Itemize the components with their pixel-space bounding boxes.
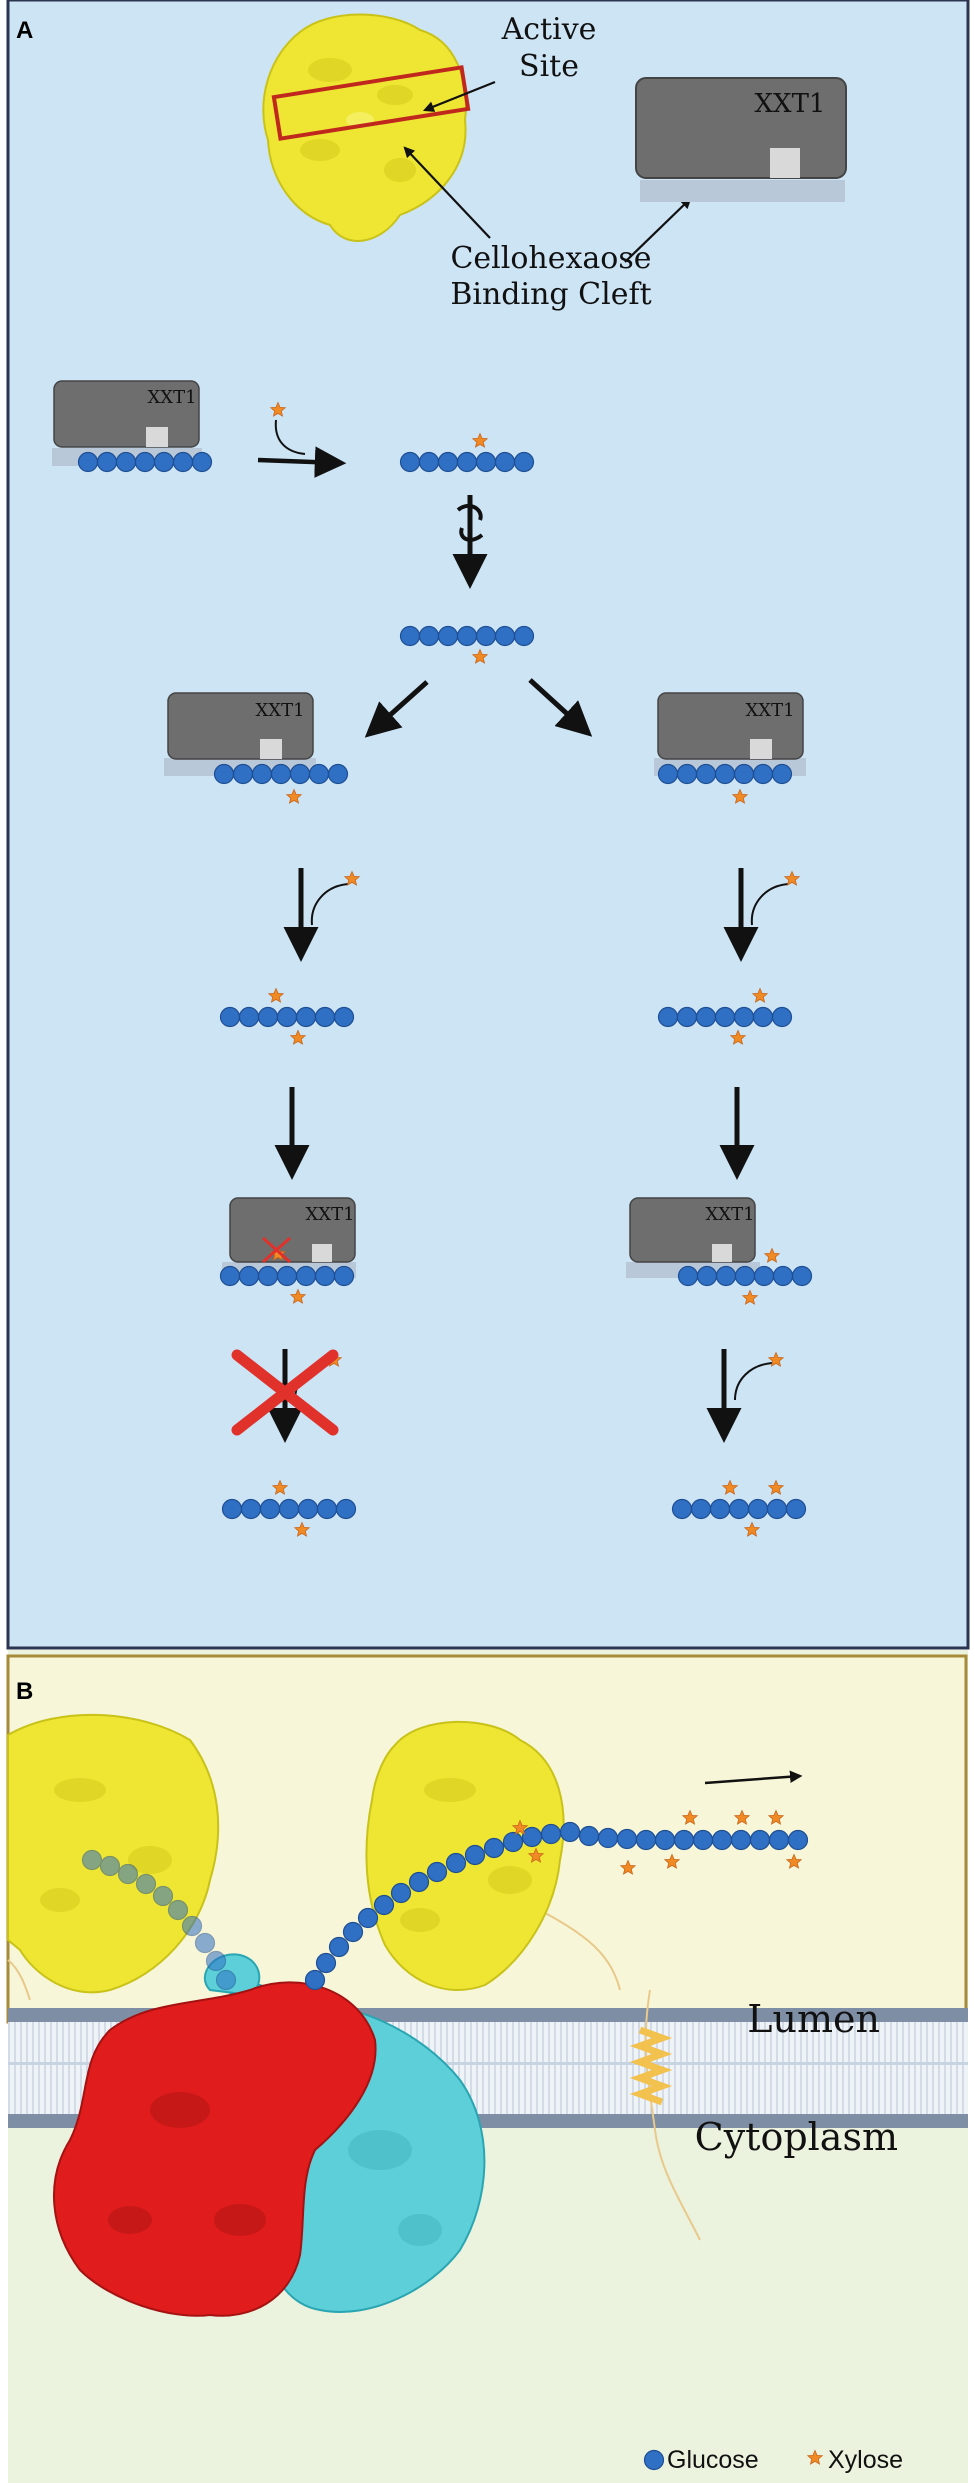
enzyme-left-blocked: XXT1 [219, 1197, 356, 1304]
transmembrane-helix [629, 2026, 673, 2106]
reaction-blocked-cross-icon [231, 1349, 339, 1436]
xxt1-protein-left [7, 1713, 220, 1994]
active-site-label-line2: Site [519, 49, 579, 84]
binding-cleft-label-line2: Binding Cleft [450, 277, 651, 312]
lumen-label: Lumen [747, 1997, 880, 2041]
enzyme-label: XXT1 [755, 89, 826, 119]
binding-cleft-label: Cellohexaose [450, 241, 651, 276]
active-site-label: Active [501, 12, 597, 47]
panel-b-label: B [16, 1678, 33, 1705]
reaction-arrow [257, 446, 347, 478]
enzyme-right-complex-2: XXT1 [626, 1197, 813, 1305]
enzyme-right-complex: XXT1 [654, 692, 806, 804]
panel-a-background [6, 0, 970, 1650]
legend-glucose-icon [643, 2449, 665, 2471]
small-block-cross-icon [262, 1236, 291, 1264]
enzyme-label: XXT1 [305, 1204, 354, 1225]
cytoplasm-label: Cytoplasm [695, 2115, 898, 2159]
active-site-arrow [422, 80, 496, 112]
branch-arrow-left [364, 680, 429, 738]
enzyme-left-complex: XXT1 [164, 692, 349, 804]
cleft-arrow-schematic [624, 197, 692, 263]
synthase-red-subunit [53, 1981, 377, 2317]
tether-line-cyto [644, 1989, 701, 2241]
enzyme-label: XXT1 [147, 387, 196, 408]
cleft-arrow [403, 146, 491, 239]
xxt1-schematic-large: XXT1 [635, 77, 847, 202]
xylose-transfer-curve [734, 1362, 773, 1401]
panel-a-label: A [16, 17, 33, 44]
xxt1-protein-surface [262, 13, 471, 242]
binding-cleft-box [271, 65, 471, 141]
branch-arrow-right [528, 678, 593, 737]
legend-xylose-label: Xylose [828, 2446, 903, 2474]
legend: Glucose Xylose [643, 2446, 903, 2474]
legend-glucose-label: Glucose [667, 2446, 759, 2474]
xylose-transfer-curve [310, 883, 349, 926]
enzyme-label: XXT1 [255, 700, 304, 721]
xylose-transfer-curve [274, 419, 306, 455]
enzyme-row1: XXT1 [52, 380, 213, 473]
xylose-transfer-curve [750, 883, 789, 926]
flip-icon [456, 503, 484, 542]
chain-direction-arrow [704, 1770, 803, 1785]
enzyme-label: XXT1 [745, 700, 794, 721]
enzyme-label: XXT1 [705, 1204, 754, 1225]
